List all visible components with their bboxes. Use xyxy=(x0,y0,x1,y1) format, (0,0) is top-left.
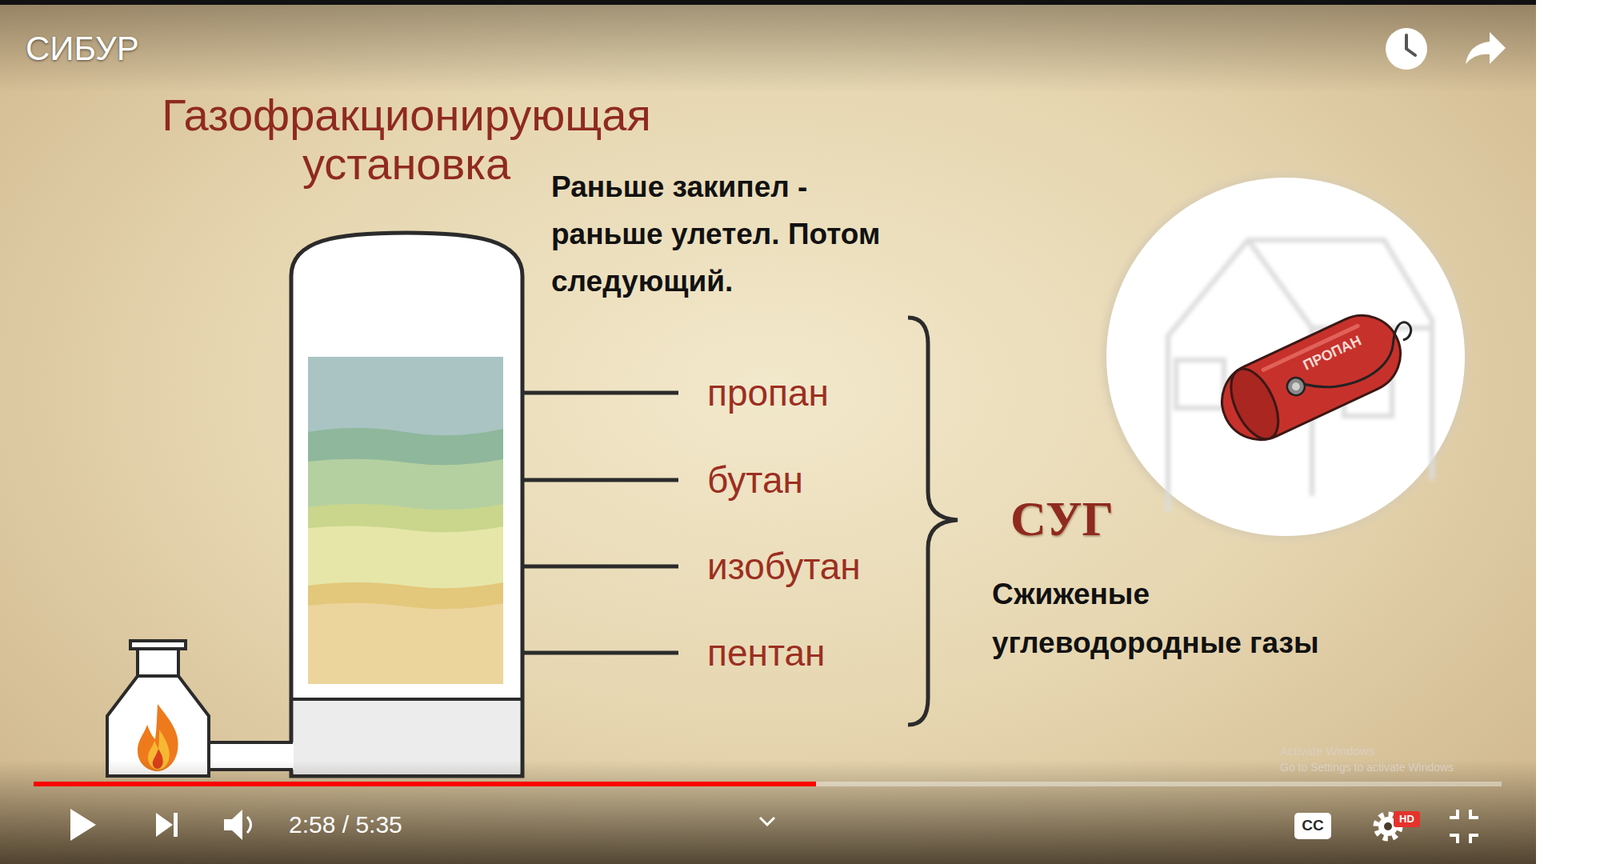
fullscreen-exit-icon xyxy=(1449,809,1458,818)
curly-brace xyxy=(908,317,958,725)
volume-icon xyxy=(224,809,243,840)
volume-icon xyxy=(247,816,252,833)
progress-bar xyxy=(33,781,1502,787)
propane-circle xyxy=(1102,173,1469,540)
video-frame: Газофракционирующая установкаСИБУРРаньше… xyxy=(0,0,1536,864)
fractionation-column xyxy=(308,603,504,684)
fractionation-column xyxy=(291,697,523,701)
tank-shape xyxy=(1298,320,1422,403)
cc-button: CC xyxy=(1294,812,1332,840)
controls-shade xyxy=(0,760,1536,864)
share-icon xyxy=(1465,32,1506,64)
outlet-line xyxy=(522,478,679,483)
fraction-label: бутан xyxy=(707,458,804,502)
propane-tank: ПРОПАН xyxy=(1207,300,1416,455)
outlet-line xyxy=(522,651,679,656)
next-icon xyxy=(156,812,178,837)
chevron-icon xyxy=(760,817,775,825)
next-icon xyxy=(156,812,173,837)
tank-shape xyxy=(1284,374,1308,398)
clock-icon xyxy=(1385,28,1428,70)
heater xyxy=(107,640,294,776)
annotation-note: Раньше закипел - раньше улетел. Потом сл… xyxy=(551,163,886,305)
fractionation-column xyxy=(308,428,504,684)
progress-bar xyxy=(33,781,816,787)
fractionation-column xyxy=(308,504,504,684)
propane-circle xyxy=(1176,360,1224,408)
tank-shape xyxy=(1221,361,1288,446)
propane-circle xyxy=(1168,240,1432,512)
propane-circle xyxy=(1168,240,1432,512)
tank-shape xyxy=(1207,300,1416,455)
clock-icon xyxy=(1406,35,1416,56)
play-icon xyxy=(70,808,96,841)
text-layer: Газофракционирующая установкаСИБУРРаньше… xyxy=(0,0,1536,864)
outlet-line xyxy=(522,391,679,396)
fractionation-column xyxy=(291,232,523,776)
fractionation-column xyxy=(291,232,523,776)
fullscreen-exit-icon xyxy=(1449,809,1479,844)
heater xyxy=(207,740,293,744)
time-display: 2:58 / 5:35 xyxy=(288,810,403,840)
watermark: Go to Settings to activate Windows xyxy=(1280,760,1454,775)
progress-bar xyxy=(33,781,1502,787)
node-text: CC xyxy=(1301,817,1324,835)
propane-circle xyxy=(1106,177,1465,536)
node-text: HD xyxy=(1399,813,1415,825)
fractionation-column xyxy=(308,356,504,684)
outlet-line xyxy=(522,392,679,653)
fullscreen-exit-icon xyxy=(1470,809,1479,818)
channel-name: СИБУР xyxy=(25,28,140,69)
outlet-line xyxy=(522,564,679,569)
propane-circle xyxy=(1102,173,1469,540)
side-strip xyxy=(1536,0,1600,864)
fullscreen-exit-icon xyxy=(1470,835,1479,844)
top-shade xyxy=(0,4,1536,93)
fractionation-column xyxy=(308,525,504,684)
fullscreen-exit-icon xyxy=(1449,835,1458,844)
volume-icon xyxy=(224,809,252,840)
propane-circle xyxy=(1248,240,1432,328)
watermark: Activate Windows xyxy=(1280,744,1375,759)
fraction-label: пентан xyxy=(707,631,825,675)
fractionation-column xyxy=(308,459,504,684)
next-icon xyxy=(173,812,178,837)
fractionation-column xyxy=(308,582,504,684)
heater xyxy=(137,647,179,678)
tank-shape xyxy=(1290,380,1301,392)
clock-icon xyxy=(1385,28,1428,70)
settings-gear xyxy=(1384,822,1392,831)
hd-badge: HD xyxy=(1393,811,1420,828)
heater xyxy=(130,640,186,649)
tank-shape xyxy=(1209,303,1413,453)
group-label: СУГ xyxy=(1010,490,1114,547)
fraction-label: пропан xyxy=(707,371,829,415)
group-description: Сжиженые углеводородные газы xyxy=(992,569,1324,668)
fraction-label: изобутан xyxy=(707,544,861,588)
